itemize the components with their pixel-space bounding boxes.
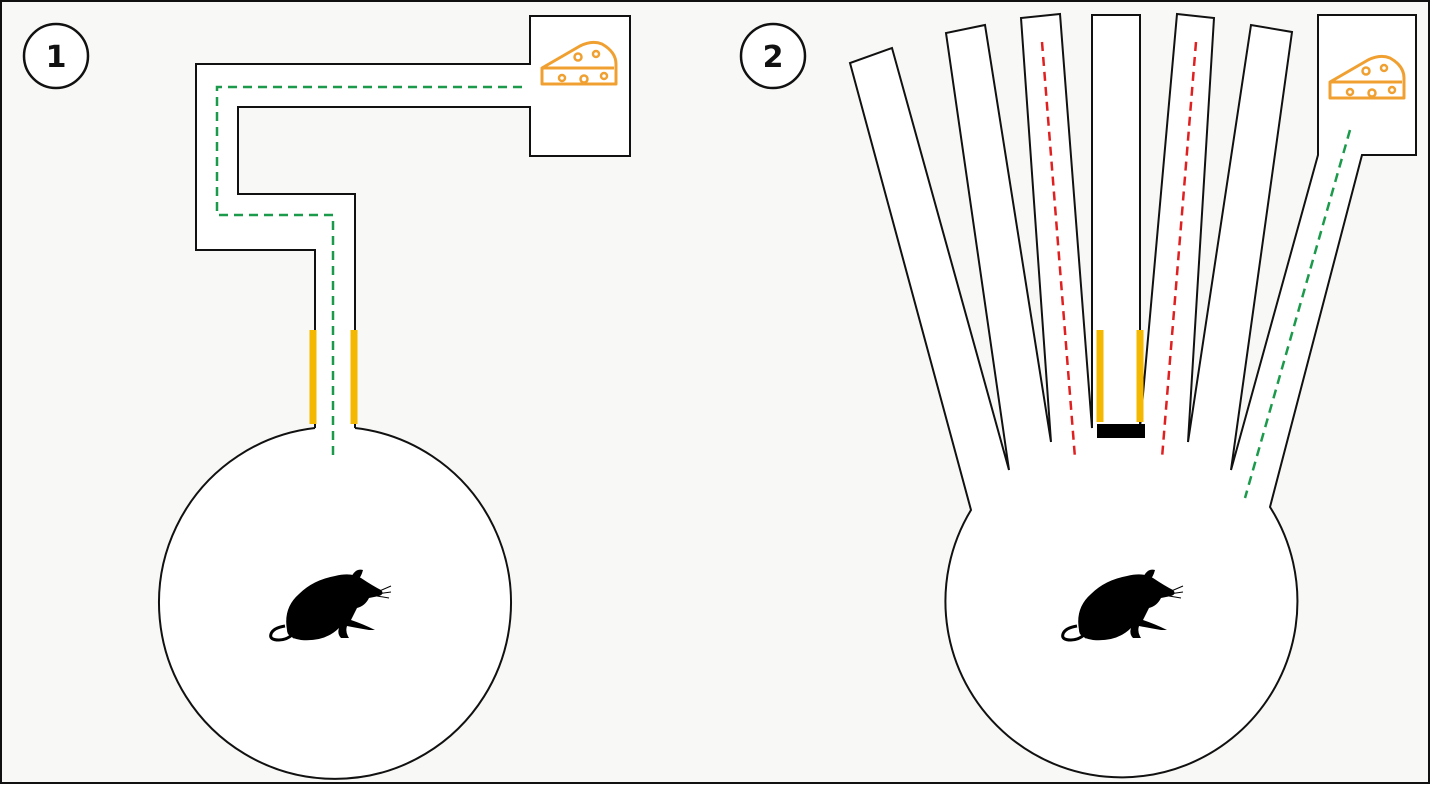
panel-2-label: 2: [739, 22, 807, 90]
mouse-icon: [1061, 569, 1184, 642]
maze-2-wrong-path-right: [1160, 41, 1198, 459]
mouse-icon: [269, 569, 392, 642]
panel-1-label: 1: [22, 22, 90, 90]
maze-2-barrier: [1097, 424, 1145, 438]
panel-2: 2: [739, 12, 1417, 779]
cheese-icon: [1328, 54, 1406, 100]
maze-2-correct-path: [1243, 129, 1352, 499]
maze-2-radial-arms: [848, 12, 1417, 779]
panel-1-number: 1: [46, 40, 67, 75]
maze-1-correct-path: [215, 85, 528, 455]
maze-2-wrong-path-left: [1040, 41, 1077, 459]
cheese-icon: [540, 40, 618, 86]
panel-2-number: 2: [763, 40, 784, 75]
panel-1: 1: [22, 15, 631, 780]
